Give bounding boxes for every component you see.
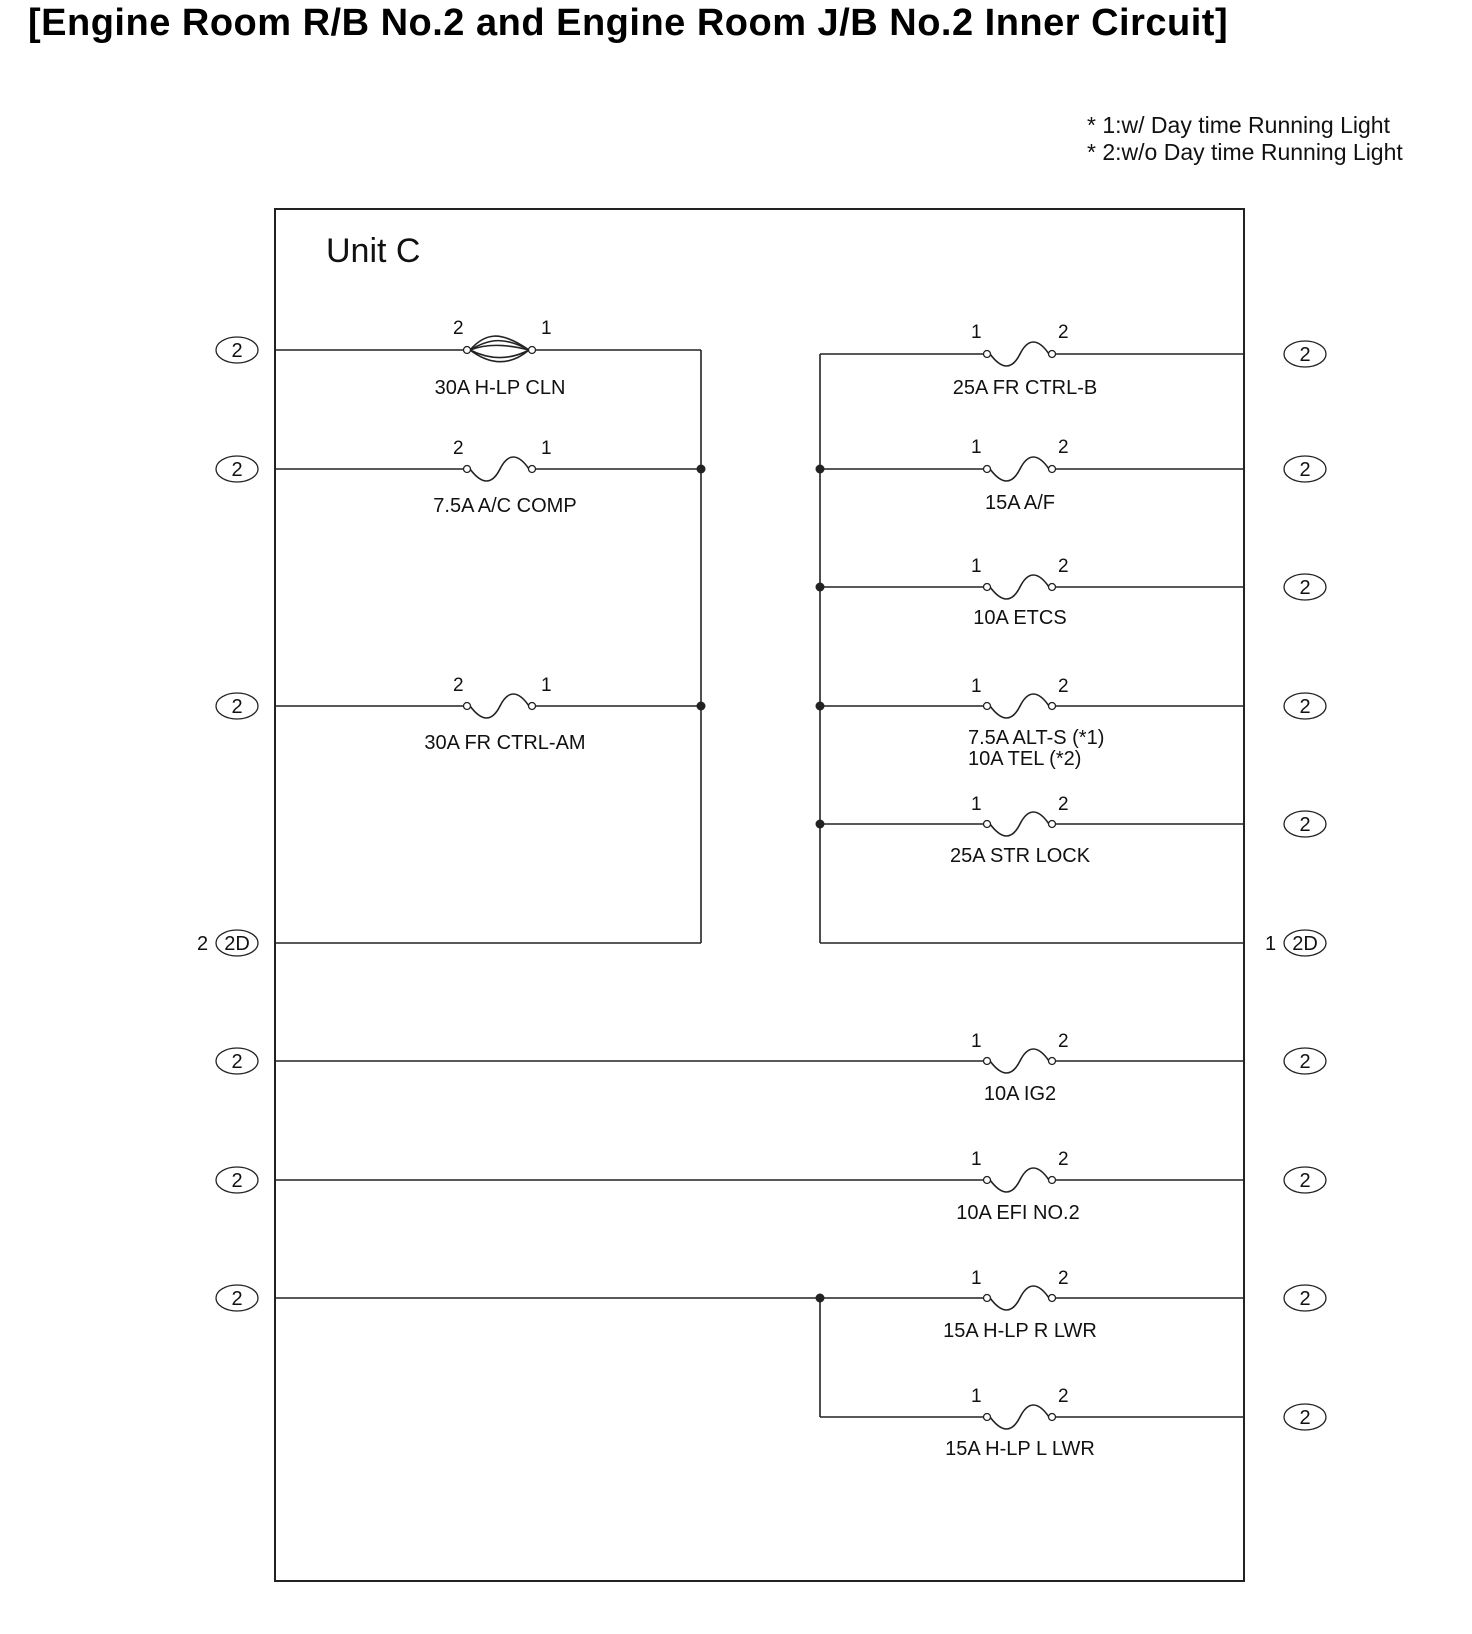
- junction-dot: [696, 701, 706, 711]
- svg-text:2: 2: [231, 1170, 242, 1192]
- fuse-fr-ctrl-am: 2 1 30A FR CTRL-AM: [275, 675, 701, 754]
- fuse-ac-comp: 2 1 7.5A A/C COMP: [275, 438, 701, 517]
- page-title: [Engine Room R/B No.2 and Engine Room J/…: [28, 2, 1229, 44]
- fuse-pin: 1: [971, 1386, 982, 1407]
- fuse-fr-ctrl-b: 1 2 25A FR CTRL-B: [820, 322, 1244, 399]
- fuse-pin: 1: [971, 1268, 982, 1289]
- svg-text:2: 2: [1299, 344, 1310, 366]
- footnotes: * 1:w/ Day time Running Light * 2:w/o Da…: [1087, 112, 1403, 166]
- connector-badge: 2: [215, 1047, 259, 1075]
- fuse-label: 30A FR CTRL-AM: [424, 732, 585, 754]
- svg-text:2: 2: [1299, 1170, 1310, 1192]
- fuse-pin: 1: [971, 1149, 982, 1170]
- fuse-pin: 1: [541, 318, 552, 339]
- fuse-pin: 1: [971, 437, 982, 458]
- fuse-pin: 1: [971, 676, 982, 697]
- fuse-label: 10A EFI NO.2: [956, 1202, 1079, 1224]
- fuse-pin: 1: [971, 556, 982, 577]
- svg-text:2: 2: [1299, 1051, 1310, 1073]
- svg-text:2: 2: [1299, 459, 1310, 481]
- connector-badge: 2: [1283, 1284, 1327, 1312]
- unit-label: Unit C: [326, 232, 420, 270]
- fuse-pin: 1: [971, 322, 982, 343]
- svg-text:2D: 2D: [224, 933, 250, 955]
- fuse-pin: 2: [1058, 322, 1069, 343]
- connector-badge: 2: [1283, 573, 1327, 601]
- connector-badge: 2: [215, 692, 259, 720]
- fuse-ig2: 1 2 10A IG2: [275, 1031, 1244, 1105]
- fuse-pin: 2: [1058, 676, 1069, 697]
- fuse-pin: 2: [453, 675, 464, 696]
- fuse-label-alt: 10A TEL (*2): [968, 748, 1081, 770]
- fuse-h-lp-l-lwr: 1 2 15A H-LP L LWR: [820, 1386, 1244, 1460]
- fuse-af: 1 2 15A A/F: [820, 437, 1244, 514]
- svg-text:2: 2: [1299, 814, 1310, 836]
- fuse-pin: 2: [1058, 1031, 1069, 1052]
- fuse-pin: 2: [1058, 794, 1069, 815]
- connector-pin: 1: [1265, 933, 1276, 955]
- fuse-pin: 1: [971, 1031, 982, 1052]
- fuse-pin: 2: [1058, 1268, 1069, 1289]
- svg-text:2: 2: [1299, 696, 1310, 718]
- fuse-pin: 2: [1058, 1386, 1069, 1407]
- junction-dot: [815, 1293, 825, 1303]
- connector-badge: 2: [215, 1166, 259, 1194]
- footnote-1: * 1:w/ Day time Running Light: [1087, 112, 1390, 138]
- connector-badge: 2: [1283, 1047, 1327, 1075]
- svg-text:2: 2: [231, 696, 242, 718]
- connector-badge: 2: [1283, 455, 1327, 483]
- fuse-label: 10A IG2: [984, 1083, 1056, 1105]
- svg-text:2: 2: [231, 1288, 242, 1310]
- fuse-label: 15A H-LP L LWR: [945, 1438, 1095, 1460]
- fuse-pin: 1: [541, 675, 552, 696]
- svg-text:2D: 2D: [1292, 933, 1318, 955]
- svg-text:2: 2: [231, 459, 242, 481]
- fuse-label: 10A ETCS: [973, 607, 1066, 629]
- unit-c-box: [274, 208, 1245, 1582]
- footnote-2: * 2:w/o Day time Running Light: [1087, 139, 1403, 165]
- fuse-pin: 2: [1058, 437, 1069, 458]
- fuse-pin: 2: [453, 318, 464, 339]
- fuse-pin: 2: [1058, 1149, 1069, 1170]
- fuse-label: 25A FR CTRL-B: [953, 377, 1097, 399]
- fuse-alt-s-tel: 1 2 7.5A ALT-S (*1) 10A TEL (*2): [820, 676, 1244, 770]
- fuse-etcs: 1 2 10A ETCS: [820, 556, 1244, 629]
- svg-text:2: 2: [231, 340, 242, 362]
- svg-text:2: 2: [231, 1051, 242, 1073]
- fuse-h-lp-r-lwr: 1 2 15A H-LP R LWR: [275, 1268, 1244, 1342]
- connector-pin: 2: [197, 933, 208, 955]
- connector-badge-2d: 1 2D: [1265, 929, 1327, 957]
- fuse-pin: 1: [541, 438, 552, 459]
- fuse-str-lock: 1 2 25A STR LOCK: [820, 794, 1244, 867]
- fuse-label: 15A A/F: [985, 492, 1055, 514]
- fuse-efi-no2: 1 2 10A EFI NO.2: [275, 1149, 1244, 1224]
- fuse-pin: 2: [453, 438, 464, 459]
- fuse-label: 15A H-LP R LWR: [943, 1320, 1097, 1342]
- fuse-h-lp-cln: 2 1 30A H-LP CLN: [275, 318, 701, 399]
- connector-badge: 2: [1283, 340, 1327, 368]
- connector-badge-2d: 2 2D: [197, 929, 259, 957]
- fuse-label: 30A H-LP CLN: [435, 377, 566, 399]
- connector-badge: 2: [1283, 810, 1327, 838]
- fuse-pin: 2: [1058, 556, 1069, 577]
- connector-badge: 2: [1283, 1166, 1327, 1194]
- svg-text:2: 2: [1299, 1407, 1310, 1429]
- fuse-pin: 1: [971, 794, 982, 815]
- connector-badge: 2: [215, 336, 259, 364]
- fuse-label: 7.5A A/C COMP: [433, 495, 576, 517]
- connector-badge: 2: [1283, 692, 1327, 720]
- junction-dot: [696, 464, 706, 474]
- svg-text:2: 2: [1299, 577, 1310, 599]
- connector-badge: 2: [1283, 1403, 1327, 1431]
- fuse-label: 25A STR LOCK: [950, 845, 1091, 867]
- connector-badge: 2: [215, 455, 259, 483]
- connector-badge: 2: [215, 1284, 259, 1312]
- svg-text:2: 2: [1299, 1288, 1310, 1310]
- fuse-label: 7.5A ALT-S (*1): [968, 727, 1104, 749]
